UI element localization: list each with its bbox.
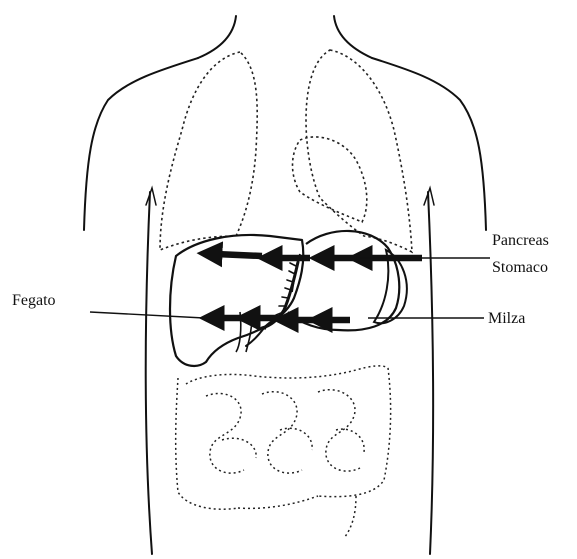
arm-inner-right — [428, 192, 433, 554]
stomach — [288, 231, 399, 330]
right-lung — [306, 50, 412, 252]
neck-left — [198, 16, 236, 58]
arm-inner-left — [146, 192, 152, 554]
intestines — [176, 366, 391, 538]
label-stomach: Stomaco — [492, 259, 548, 276]
thoracic-organs — [160, 50, 412, 252]
label-pancreas: Pancreas — [492, 232, 549, 249]
torso-outline — [84, 16, 486, 554]
label-spleen: Milza — [488, 310, 525, 327]
flow-arrow — [216, 254, 262, 256]
flow-arrows — [216, 254, 422, 320]
neck-right — [334, 16, 372, 58]
heart — [293, 137, 367, 222]
label-liver: Fegato — [12, 292, 56, 309]
shoulder-left — [84, 58, 198, 230]
left-lung — [160, 52, 257, 250]
